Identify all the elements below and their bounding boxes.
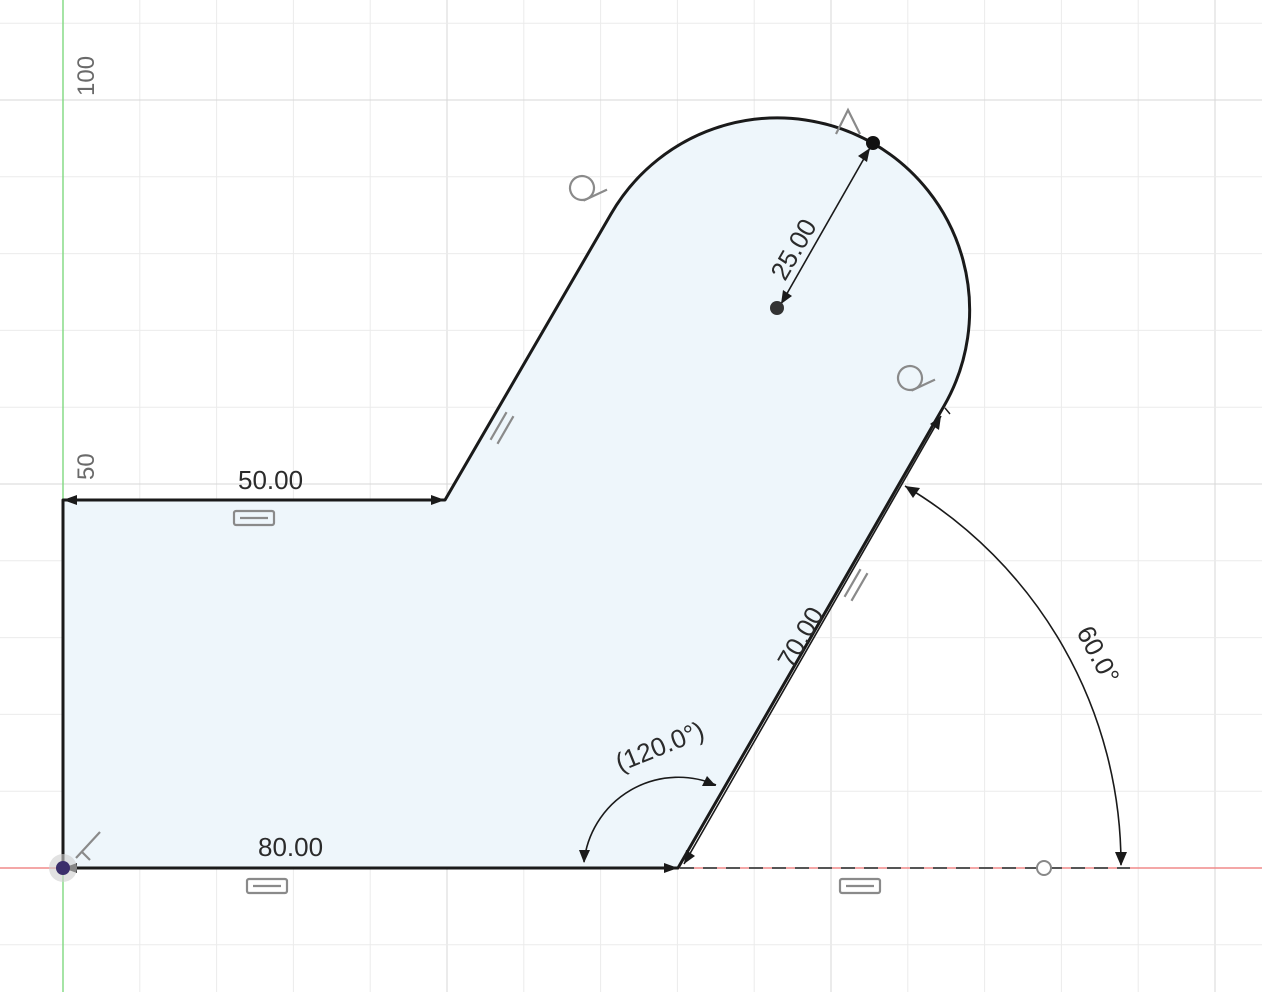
dimension-80-label[interactable]: 80.00 xyxy=(258,832,323,862)
axis-label-50: 50 xyxy=(73,453,100,480)
parallel-icon[interactable] xyxy=(489,411,515,445)
coincident-icon[interactable] xyxy=(835,107,861,135)
dimension-50[interactable] xyxy=(63,495,445,505)
origin-point[interactable] xyxy=(49,854,77,882)
arc-endpoint[interactable] xyxy=(866,136,880,150)
sketch-profile[interactable] xyxy=(61,116,972,870)
dimension-50-label[interactable]: 50.00 xyxy=(238,465,303,495)
parallel-icon[interactable] xyxy=(843,568,869,602)
tangent-icon[interactable] xyxy=(566,168,608,204)
fix-icon[interactable] xyxy=(75,831,101,861)
dimension-angle-120[interactable] xyxy=(579,776,717,863)
arc-center-point[interactable] xyxy=(770,301,784,315)
horizontal-icon[interactable] xyxy=(245,877,289,895)
horizontal-icon[interactable] xyxy=(838,877,882,895)
axis-label-100: 100 xyxy=(73,56,100,96)
dimension-70[interactable] xyxy=(683,407,951,865)
construction-endpoint[interactable] xyxy=(1036,860,1052,876)
dimension-angle-60[interactable] xyxy=(904,485,1127,866)
dimension-radius-25[interactable] xyxy=(780,147,871,305)
tangent-icon[interactable] xyxy=(894,358,936,394)
horizontal-icon[interactable] xyxy=(232,509,276,527)
